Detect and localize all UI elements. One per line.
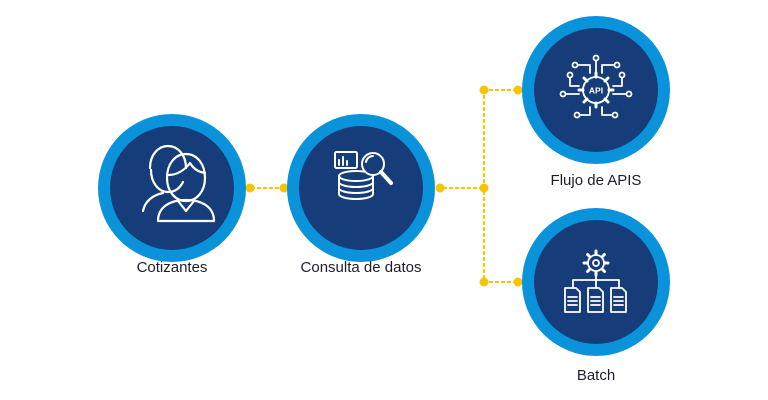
connector-dot [245, 183, 255, 193]
label-consulta-de-datos: Consulta de datos [300, 259, 422, 276]
connector-dot [479, 183, 489, 193]
node-core [534, 28, 658, 152]
connector-dot [279, 183, 289, 193]
label-cotizantes: Cotizantes [136, 259, 208, 276]
connector-dot [513, 85, 523, 95]
connector-dot [513, 277, 523, 287]
two-users-icon [141, 144, 216, 223]
label-flujo-de-apis: Flujo de APIS [550, 172, 642, 189]
node-batch [522, 208, 670, 356]
node-cotizantes [98, 114, 246, 262]
node-consulta [287, 114, 435, 262]
api-badge-text: API [589, 86, 603, 96]
gear-documents-icon [564, 249, 627, 313]
node-core [299, 126, 423, 250]
connector-dot [435, 183, 445, 193]
connector-dots [245, 85, 523, 287]
label-batch: Batch [576, 367, 616, 384]
node-apis: API [522, 16, 670, 164]
database-search-chart-icon [334, 151, 393, 200]
connector-dot [479, 85, 489, 95]
connector-dot [479, 277, 489, 287]
api-gear-circuit-icon [559, 54, 633, 119]
node-core [110, 126, 234, 250]
